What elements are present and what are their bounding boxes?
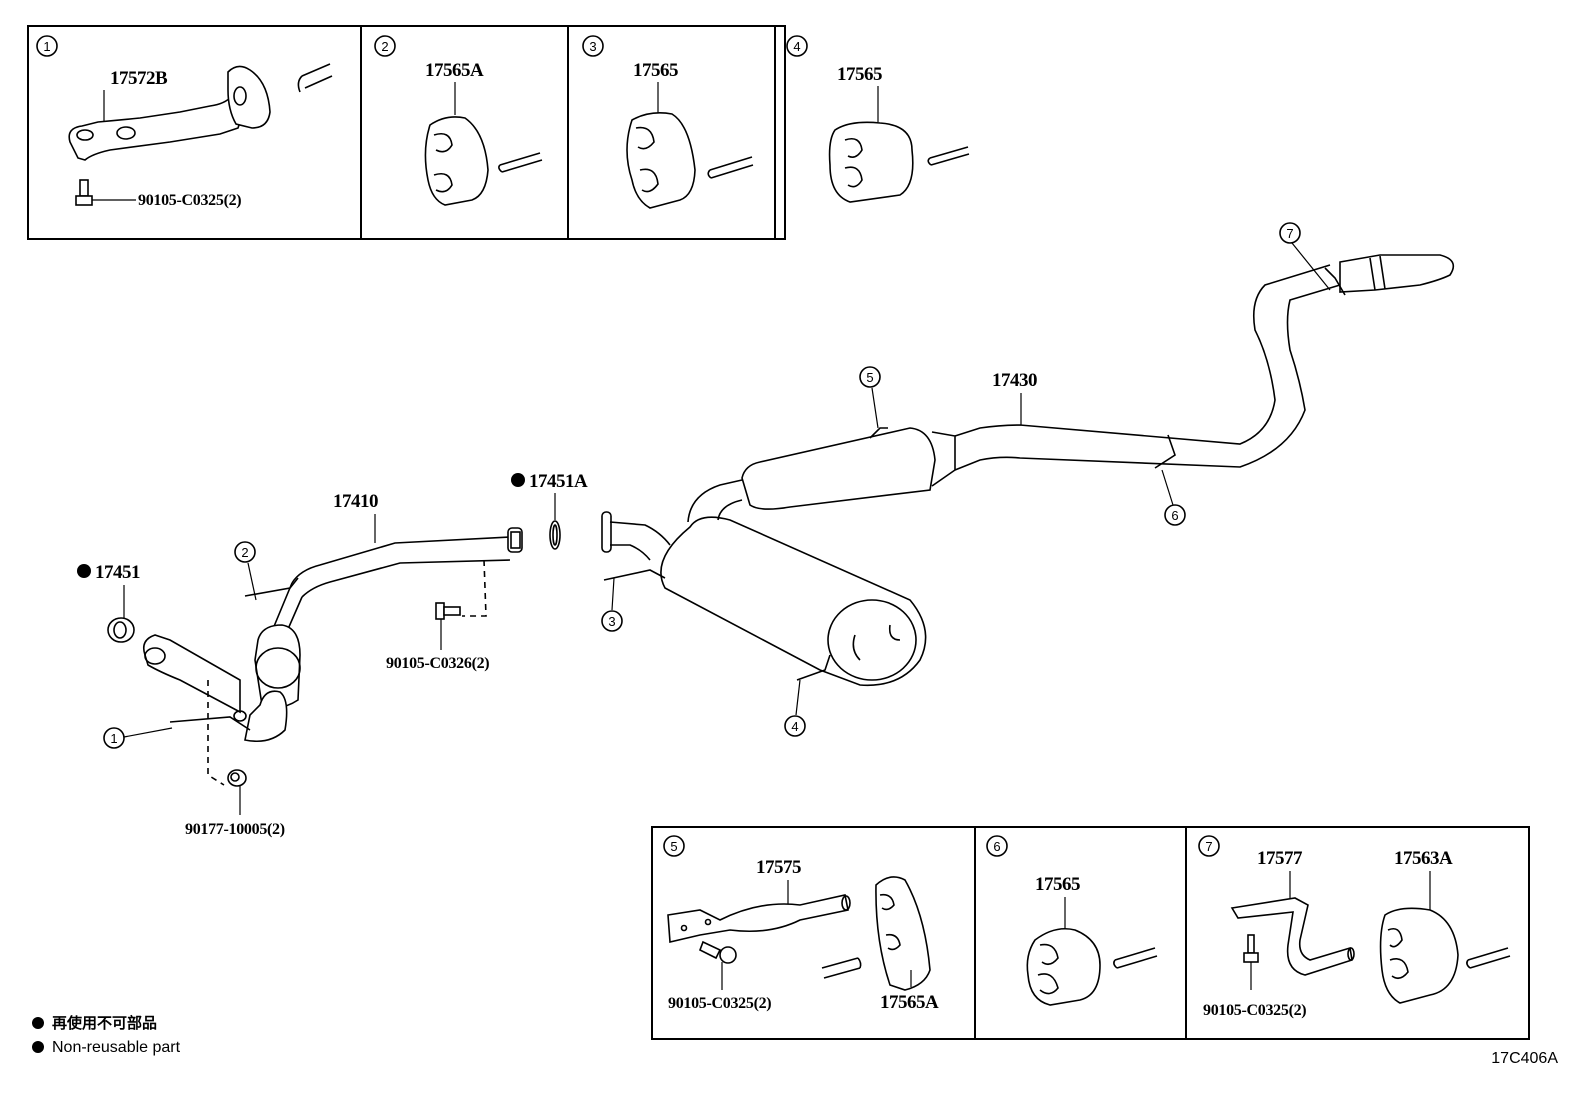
hanger-bracket-17577-icon <box>1230 897 1355 976</box>
hanger-5 <box>869 427 888 439</box>
rubber-hanger-icon <box>424 116 489 206</box>
bolt-90105-C0326: 90105-C0326(2) <box>386 559 490 672</box>
part-number-90105-C0326[interactable]: 90105-C0326(2) <box>386 655 490 672</box>
pipe-stub-icon <box>927 146 970 166</box>
callout-4[interactable]: 4 <box>784 679 806 737</box>
svg-text:5: 5 <box>866 370 873 385</box>
callout-2[interactable]: 2 <box>374 35 396 57</box>
callout-3[interactable]: 3 <box>601 577 623 632</box>
part-number-17572B[interactable]: 17572B <box>110 68 169 89</box>
bolt-icon <box>435 602 445 620</box>
svg-text:7: 7 <box>1286 226 1293 241</box>
detail-box-5: 5 17575 90105-C0325(2) 17565A <box>663 835 940 1013</box>
part-number-17565A[interactable]: 17565A <box>880 992 940 1013</box>
svg-text:4: 4 <box>793 39 800 54</box>
svg-text:2: 2 <box>241 545 248 560</box>
svg-text:1: 1 <box>43 39 50 54</box>
gasket-17451A: 17451A <box>511 471 589 550</box>
legend-text-jp: 再使用不可部品 <box>52 1014 158 1032</box>
part-number-17565[interactable]: 17565 <box>633 60 679 81</box>
gasket-17451: 17451 <box>77 562 141 643</box>
part-number-17565[interactable]: 17565 <box>1035 874 1081 895</box>
part-number-90105-C0325[interactable]: 90105-C0325(2) <box>668 995 772 1012</box>
detail-box-1: 1 17572B 90105-C0325(2) <box>36 35 333 209</box>
hanger-6 <box>1154 434 1176 469</box>
part-number-17563A[interactable]: 17563A <box>1394 848 1454 869</box>
part-number-17451A[interactable]: 17451A <box>529 471 589 492</box>
bolt-icon <box>1243 934 1259 963</box>
callout-5[interactable]: 5 <box>663 835 685 857</box>
svg-text:3: 3 <box>589 39 596 54</box>
detail-box-3: 3 17565 <box>582 35 754 209</box>
pipe-stub-icon <box>707 156 754 179</box>
callout-1[interactable]: 1 <box>103 727 173 749</box>
bolt-icon <box>75 179 93 206</box>
svg-text:7: 7 <box>1205 839 1212 854</box>
svg-text:2: 2 <box>381 39 388 54</box>
part-number-90105-C0325[interactable]: 90105-C0325(2) <box>1203 1002 1307 1019</box>
pipe-stub-icon <box>821 957 862 979</box>
non-reusable-dot-icon <box>77 564 91 578</box>
detail-box-7: 7 17577 90105-C0325(2) 17563A <box>1198 835 1511 1019</box>
pipe-stub-icon <box>498 152 543 173</box>
callout-7[interactable]: 7 <box>1198 835 1220 857</box>
callout-2[interactable]: 2 <box>234 541 257 601</box>
hanger-3 <box>603 569 666 581</box>
top-box-frame <box>27 25 786 240</box>
svg-text:6: 6 <box>993 839 1000 854</box>
rubber-hanger-icon <box>828 121 914 203</box>
callout-1[interactable]: 1 <box>36 35 58 57</box>
front-pipe-17410: 17410 <box>142 491 523 743</box>
hanger-bracket-17575-icon <box>667 894 851 943</box>
part-number-17577[interactable]: 17577 <box>1257 848 1304 869</box>
non-reusable-dot-icon <box>511 473 525 487</box>
svg-text:1: 1 <box>110 731 117 746</box>
hanger-7 <box>1324 267 1346 296</box>
svg-text:3: 3 <box>608 614 615 629</box>
bracket-17572B-icon <box>68 65 271 161</box>
tail-pipe-17430: 17430 <box>601 254 1455 687</box>
bottom-box-frame <box>651 826 1530 1040</box>
rubber-hanger-icon <box>875 876 931 991</box>
pipe-stub-icon <box>297 63 333 93</box>
part-number-90177-10005[interactable]: 90177-10005(2) <box>185 821 285 838</box>
nut-90177-10005: 90177-10005(2) <box>185 680 285 838</box>
callout-7[interactable]: 7 <box>1279 222 1331 291</box>
callout-4[interactable]: 4 <box>786 35 808 57</box>
part-number-17565A[interactable]: 17565A <box>425 60 485 81</box>
rubber-hanger-icon <box>626 112 696 209</box>
callout-6[interactable]: 6 <box>1161 469 1186 526</box>
callout-5[interactable]: 5 <box>859 366 881 429</box>
detail-box-6: 6 17565 <box>986 835 1158 1006</box>
part-number-17430[interactable]: 17430 <box>992 370 1038 391</box>
pipe-stub-icon <box>1466 947 1511 969</box>
legend-text-en: Non-reusable part <box>52 1039 181 1056</box>
bottom-detail-boxes <box>651 826 1530 1040</box>
rubber-hanger-icon <box>1026 927 1101 1006</box>
part-number-17410[interactable]: 17410 <box>333 491 379 512</box>
legend-non-reusable-en: Non-reusable part <box>32 1038 180 1058</box>
filled-circle-icon <box>32 1017 44 1029</box>
pipe-stub-icon <box>1113 947 1158 969</box>
callout-3[interactable]: 3 <box>582 35 604 57</box>
svg-text:4: 4 <box>791 719 798 734</box>
part-number-17451[interactable]: 17451 <box>95 562 141 583</box>
svg-text:6: 6 <box>1171 508 1178 523</box>
hanger-4 <box>796 654 831 681</box>
legend-non-reusable-jp: 再使用不可部品 <box>32 1013 157 1033</box>
rubber-hanger-icon <box>1379 907 1459 1004</box>
main-callouts: 1 2 3 4 5 6 7 <box>103 222 1331 749</box>
detail-box-2: 2 17565A <box>374 35 543 206</box>
detail-box-4: 4 17565 <box>786 35 970 203</box>
bolt-icon <box>698 940 737 964</box>
part-number-17565[interactable]: 17565 <box>837 64 883 85</box>
part-number-17575[interactable]: 17575 <box>756 857 802 878</box>
part-number-90105-C0325[interactable]: 90105-C0325(2) <box>138 192 242 209</box>
filled-circle-icon <box>32 1041 44 1053</box>
callout-6[interactable]: 6 <box>986 835 1008 857</box>
figure-code: 17C406A <box>1491 1050 1558 1067</box>
svg-text:5: 5 <box>670 839 677 854</box>
top-detail-boxes <box>27 25 786 240</box>
